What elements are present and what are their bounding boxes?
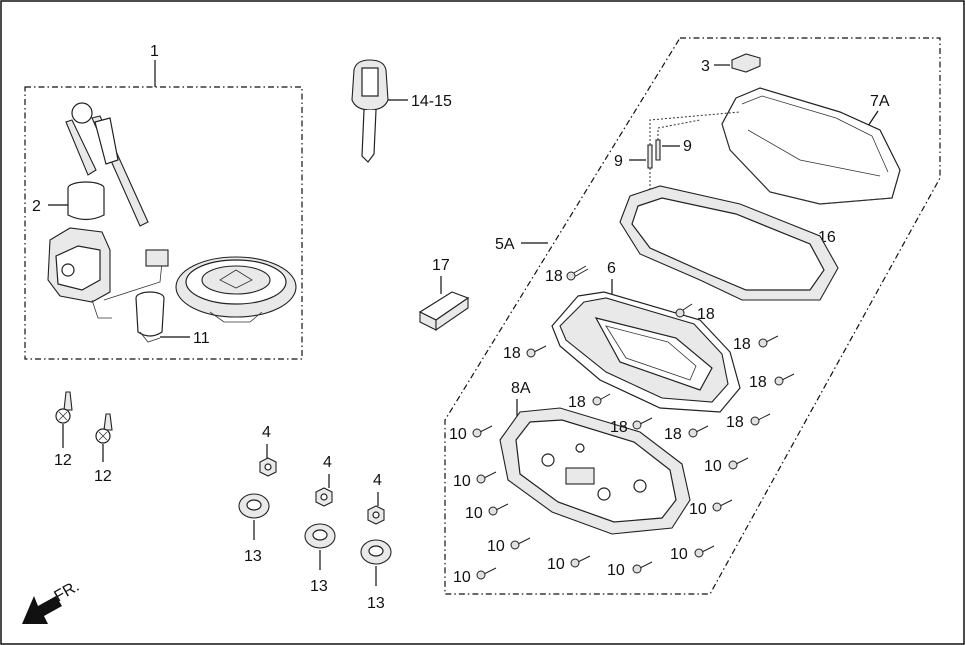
label-10: 10 — [453, 473, 471, 490]
label-10: 10 — [670, 546, 688, 563]
key-group: 14-15 — [351, 59, 452, 163]
label-10: 10 — [487, 538, 505, 555]
label-18: 18 — [568, 394, 586, 411]
screws-12-group: 12 12 — [54, 391, 113, 485]
screw-glyphs — [472, 265, 795, 580]
label-10: 10 — [449, 426, 467, 443]
ignition-assembly-group: 1 2 11 — [24, 43, 303, 360]
label-18: 18 — [733, 336, 751, 353]
label-10: 10 — [453, 569, 471, 586]
pad-17-group: 17 — [418, 257, 470, 332]
label-1: 1 — [150, 43, 159, 60]
front-direction-indicator: FR. — [22, 578, 82, 624]
label-4b: 4 — [323, 454, 332, 471]
label-12b: 12 — [94, 468, 112, 485]
label-13c: 13 — [367, 595, 385, 612]
label-13b: 13 — [310, 578, 328, 595]
label-18: 18 — [503, 345, 521, 362]
label-7a: 7A — [870, 93, 890, 110]
meter-assembly-group: 5A 3 7A 9 9 16 6 8A — [444, 37, 941, 595]
label-3: 3 — [701, 58, 710, 75]
label-9a: 9 — [614, 153, 623, 170]
label-13a: 13 — [244, 548, 262, 565]
front-arrow-icon — [22, 596, 62, 624]
group-1-frame — [24, 86, 303, 360]
label-4c: 4 — [373, 472, 382, 489]
label-18: 18 — [726, 414, 744, 431]
group-5a-frame — [444, 37, 941, 595]
label-2: 2 — [32, 198, 41, 215]
label-10: 10 — [465, 505, 483, 522]
screws-18-group: 18 18 18 18 18 18 18 18 18 — [503, 268, 767, 443]
label-10: 10 — [689, 501, 707, 518]
label-18: 18 — [610, 419, 628, 436]
label-9b: 9 — [683, 138, 692, 155]
label-18: 18 — [749, 374, 767, 391]
label-6: 6 — [607, 260, 616, 277]
label-12a: 12 — [54, 452, 72, 469]
label-10: 10 — [704, 458, 722, 475]
label-10: 10 — [607, 562, 625, 579]
label-4a: 4 — [262, 424, 271, 441]
screws-10-group: 10 10 10 10 10 10 10 10 10 10 — [449, 426, 722, 586]
label-18: 18 — [664, 426, 682, 443]
label-17: 17 — [432, 257, 450, 274]
label-18: 18 — [697, 306, 715, 323]
label-18: 18 — [545, 268, 563, 285]
label-5a: 5A — [495, 236, 515, 253]
label-10: 10 — [547, 556, 565, 573]
label-11: 11 — [193, 330, 210, 347]
nuts-washers-group: 4 4 4 13 13 13 — [238, 424, 392, 612]
label-8a: 8A — [511, 380, 531, 397]
label-14-15: 14-15 — [411, 93, 452, 110]
